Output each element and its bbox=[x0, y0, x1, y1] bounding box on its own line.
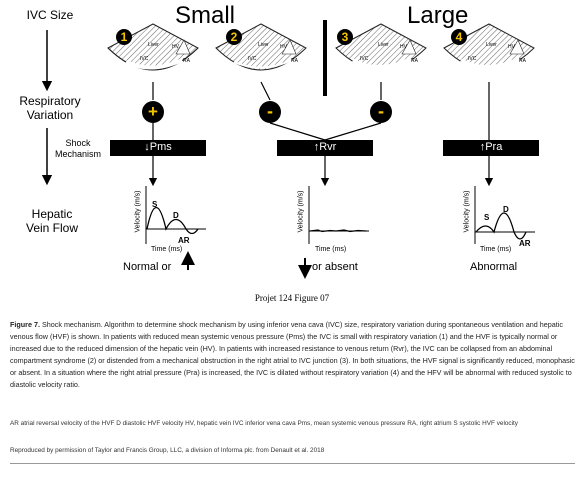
mechanism-bar-pra bbox=[443, 140, 539, 156]
figure-label: Projet 124 Figure 07 bbox=[254, 293, 330, 303]
ultrasound-panel-2 bbox=[215, 23, 307, 71]
graph-3-d-label: D bbox=[503, 205, 509, 214]
number-badge-3 bbox=[337, 29, 353, 45]
graph-1-ylabel: Velocity (m/s) bbox=[134, 190, 142, 233]
respiratory-variation-label: Respiratory Variation bbox=[19, 94, 81, 122]
graph-2-xlabel: Time (ms) bbox=[315, 246, 347, 253]
outcome-absent: or absent bbox=[312, 261, 358, 273]
panel-3-ra-label: RA bbox=[411, 58, 418, 64]
panel-4-ivc-label: IVC bbox=[468, 56, 477, 62]
panel-3-hv-label: HV bbox=[400, 44, 407, 50]
panel-3-ivc-label: IVC bbox=[360, 56, 369, 62]
resp-sign-circle-3 bbox=[370, 101, 392, 123]
resp-sign-1: + bbox=[148, 102, 158, 121]
panel-3-number: 3 bbox=[341, 30, 349, 44]
panel-2-ivc-label: IVC bbox=[248, 56, 257, 62]
graph-3-s-label: S bbox=[484, 213, 490, 222]
mechanism-pra: ↑Pra bbox=[479, 141, 503, 153]
abbreviations: AR atrial reversal velocity of the HVF D… bbox=[10, 420, 518, 427]
outcome-abnormal: Abnormal bbox=[470, 261, 518, 273]
panel-4-hv-label: HV bbox=[508, 44, 515, 50]
figure-caption: Figure 7. Shock mechanism. Algorithm to … bbox=[10, 319, 575, 391]
flow-graph-1 bbox=[145, 186, 206, 244]
graph-3-ylabel: Velocity (m/s) bbox=[463, 190, 471, 233]
reproduced-note: Reproduced by permission of Taylor and F… bbox=[10, 447, 325, 454]
panel-1-liver-label: Liver bbox=[148, 42, 159, 48]
panel-2-liver-label: Liver bbox=[258, 42, 269, 48]
graph-1-ar-label: AR bbox=[178, 236, 190, 245]
caption-text: Shock mechanism. Algorithm to determine … bbox=[10, 320, 575, 389]
panel-1-ivc-label: IVC bbox=[140, 56, 149, 62]
graph-3-xlabel: Time (ms) bbox=[480, 246, 512, 253]
panel-1-number: 1 bbox=[120, 30, 128, 44]
resp-sign-circle-2 bbox=[259, 101, 281, 123]
caption-title: Figure 7. bbox=[10, 320, 40, 329]
panel-2-ra-label: RA bbox=[291, 58, 298, 64]
graph-1-xlabel: Time (ms) bbox=[151, 246, 183, 253]
graph-2-ylabel: Velocity (m/s) bbox=[297, 190, 305, 233]
ultrasound-panel-3 bbox=[335, 23, 427, 73]
graph-1-d-label: D bbox=[173, 211, 179, 220]
outcome-normal: Normal or bbox=[123, 261, 172, 273]
mechanism-rvr: ↑Rvr bbox=[313, 141, 337, 153]
panel-4-number: 4 bbox=[455, 30, 463, 44]
shock-mechanism-label: Shock Mechanism bbox=[54, 138, 101, 159]
resp-sign-3: - bbox=[378, 101, 384, 121]
panel-2-number: 2 bbox=[230, 30, 238, 44]
flow-graph-2 bbox=[308, 186, 369, 244]
panel-2-hv-label: HV bbox=[280, 44, 287, 50]
panel-4-liver-label: Liver bbox=[486, 42, 497, 48]
mechanism-bar-rvr bbox=[277, 140, 373, 156]
diagram-svg bbox=[41, 20, 539, 279]
ultrasound-panel-4 bbox=[443, 23, 535, 73]
resp-sign-circle-1 bbox=[142, 101, 164, 123]
large-heading: Large bbox=[407, 2, 469, 29]
resp-sign-2: - bbox=[267, 101, 273, 121]
ultrasound-panel-1 bbox=[107, 23, 199, 71]
number-badge-2 bbox=[226, 29, 242, 45]
hepatic-vein-flow-label: Hepatic Vein Flow bbox=[25, 207, 79, 235]
graph-1-s-label: S bbox=[152, 200, 158, 209]
mechanism-bar-pms bbox=[110, 140, 206, 156]
graph-3-ar-label: AR bbox=[519, 239, 531, 248]
mechanism-pms: ↓Pms bbox=[144, 141, 172, 153]
panel-1-ra-label: RA bbox=[183, 58, 190, 64]
small-heading: Small bbox=[175, 2, 236, 29]
number-badge-1 bbox=[116, 29, 132, 45]
number-badge-4 bbox=[451, 29, 467, 45]
flow-graph-3 bbox=[474, 186, 535, 244]
panel-4-ra-label: RA bbox=[519, 58, 526, 64]
bottom-divider bbox=[10, 463, 575, 464]
panel-1-hv-label: HV bbox=[172, 44, 179, 50]
ivc-size-label: IVC Size bbox=[26, 8, 74, 22]
panel-3-liver-label: Liver bbox=[378, 42, 389, 48]
